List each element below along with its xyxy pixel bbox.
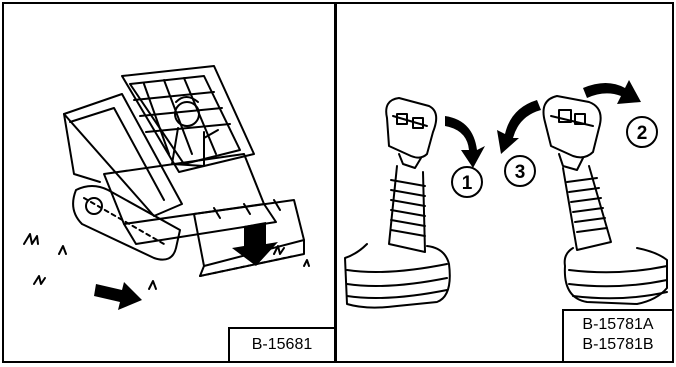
figure-label-right-b: B-15781B [582,336,654,353]
joystick-controls-icon: 1 3 2 [344,80,668,309]
figure-label-right: B-15781A B-15781B [562,309,672,361]
callout-3: 3 [515,162,526,183]
callout-1: 1 [462,173,473,194]
figure-label-left: B-15681 [228,327,334,361]
figure-panel-loader: B-15681 [2,2,336,363]
figure-panel-joysticks: 1 3 2 B-15781A B-15781B [335,2,674,363]
figure-label-right-a: B-15781A [582,316,654,333]
callout-2: 2 [637,123,648,144]
skid-steer-loader-icon [23,65,310,310]
